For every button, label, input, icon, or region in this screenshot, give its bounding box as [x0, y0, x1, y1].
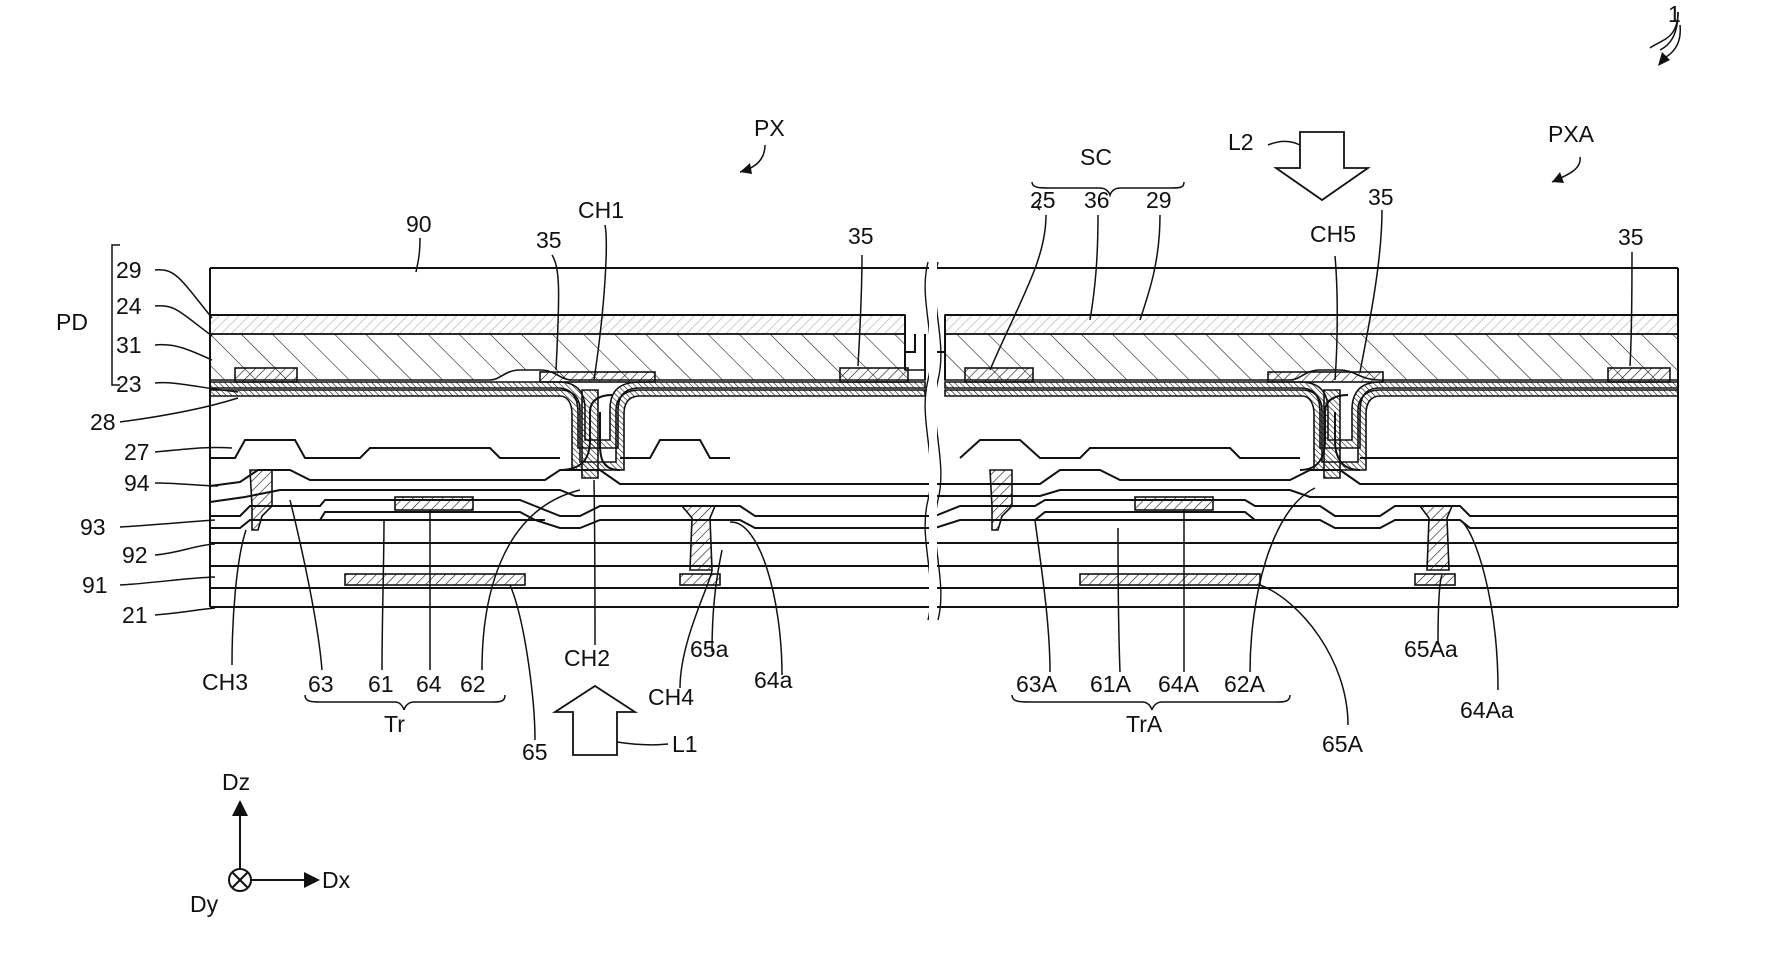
region-px-label: PX: [754, 115, 785, 141]
label-65A: 65A: [1322, 731, 1364, 757]
label-65a: 65a: [690, 636, 729, 662]
layer-91-label: 91: [82, 572, 108, 598]
pad-35-label-2: 35: [848, 223, 874, 249]
tr-label: Tr: [384, 711, 405, 737]
ch4-label: CH4: [648, 684, 694, 710]
label-64Aa: 64Aa: [1460, 697, 1514, 723]
layer-27-label: 27: [124, 439, 150, 465]
layer-24-label: 24: [116, 293, 142, 319]
pad-35-label-3: 35: [1368, 184, 1394, 210]
layer-23-label: 23: [116, 371, 142, 397]
label-64A: 64A: [1158, 671, 1200, 697]
axis-dz-label: Dz: [222, 769, 250, 795]
axis-indicator: [229, 800, 320, 891]
ch3-label: CH3: [202, 669, 248, 695]
sc-29-label: 29: [1146, 187, 1172, 213]
layer-92-label: 92: [122, 542, 148, 568]
label-61A: 61A: [1090, 671, 1132, 697]
ch5-label: CH5: [1310, 221, 1356, 247]
tra-label: TrA: [1126, 711, 1163, 737]
label-63A: 63A: [1016, 671, 1058, 697]
light-l2-label: L2: [1228, 129, 1254, 155]
axis-dx-label: Dx: [322, 867, 351, 893]
ch2-label: CH2: [564, 645, 610, 671]
layer-28-label: 28: [90, 409, 116, 435]
label-62: 62: [460, 671, 486, 697]
pad-35-label-1: 35: [536, 227, 562, 253]
layer-31-label: 31: [116, 332, 142, 358]
layer-93-label: 93: [80, 514, 106, 540]
layer-90-label: 90: [406, 211, 432, 237]
axis-dy-label: Dy: [190, 891, 219, 917]
label-64: 64: [416, 671, 442, 697]
region-sc-label: SC: [1080, 144, 1112, 170]
light-arrow-l2: [1268, 132, 1368, 200]
label-64a: 64a: [754, 667, 793, 693]
pd-group-label: PD: [56, 309, 88, 335]
sc-36-label: 36: [1084, 187, 1110, 213]
label-65: 65: [522, 739, 548, 765]
sc-25-label: 25: [1030, 187, 1056, 213]
pad-35-label-4: 35: [1618, 224, 1644, 250]
light-l1-label: L1: [672, 731, 698, 757]
layer-29-label: 29: [116, 257, 142, 283]
layer-21-label: 21: [122, 602, 148, 628]
label-62A: 62A: [1224, 671, 1266, 697]
layer-94-label: 94: [124, 470, 150, 496]
ch1-label: CH1: [578, 197, 624, 223]
device-ref-label: 1: [1668, 1, 1681, 27]
label-63: 63: [308, 671, 334, 697]
label-61: 61: [368, 671, 394, 697]
region-pxa-label: PXA: [1548, 121, 1595, 147]
label-65Aa: 65Aa: [1404, 636, 1458, 662]
